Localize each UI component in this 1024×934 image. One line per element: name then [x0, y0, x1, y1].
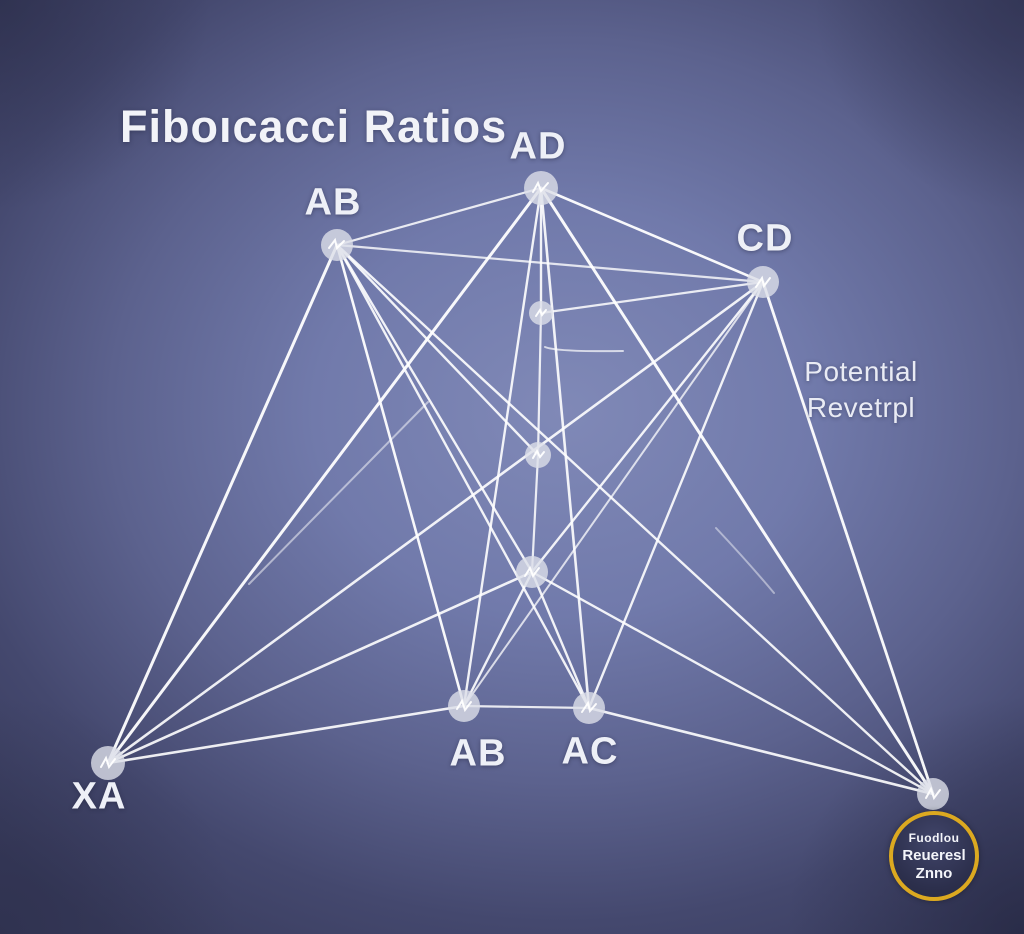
badge-line-1: Fuodlou — [908, 830, 960, 845]
label-ac: AC — [561, 730, 619, 773]
potential-reversal-note: Potential Revetrpl — [804, 354, 917, 426]
label-ab-bottom: AB — [449, 732, 507, 775]
node-ab-bottom — [448, 690, 480, 722]
label-xa: XA — [71, 775, 127, 818]
label-ad: AD — [509, 125, 567, 168]
gold-ring-badge: Fuodlou Reueresl Znno — [889, 811, 979, 901]
edge-lines — [106, 186, 935, 796]
node-mid-upper — [529, 301, 553, 325]
diagram-title: Fiboıcacci Ratios — [120, 101, 508, 152]
node-ab-top — [321, 229, 353, 261]
annotation-line-2: Revetrpl — [806, 392, 916, 423]
node-mid-lower — [516, 556, 548, 588]
label-cd: CD — [736, 217, 794, 260]
node-mid-center — [525, 442, 551, 468]
node-bottom-right — [917, 778, 949, 810]
annotation-line-1: Potential — [804, 356, 918, 387]
node-xa — [91, 746, 125, 780]
node-ad — [524, 171, 558, 205]
badge-line-3: Znno — [915, 864, 953, 882]
graph-nodes — [91, 171, 949, 810]
label-ab-top: AB — [304, 181, 362, 224]
artifact-strokes — [248, 346, 775, 594]
node-cd — [747, 266, 779, 298]
badge-line-2: Reueresl — [902, 846, 966, 864]
node-ac — [573, 692, 605, 724]
